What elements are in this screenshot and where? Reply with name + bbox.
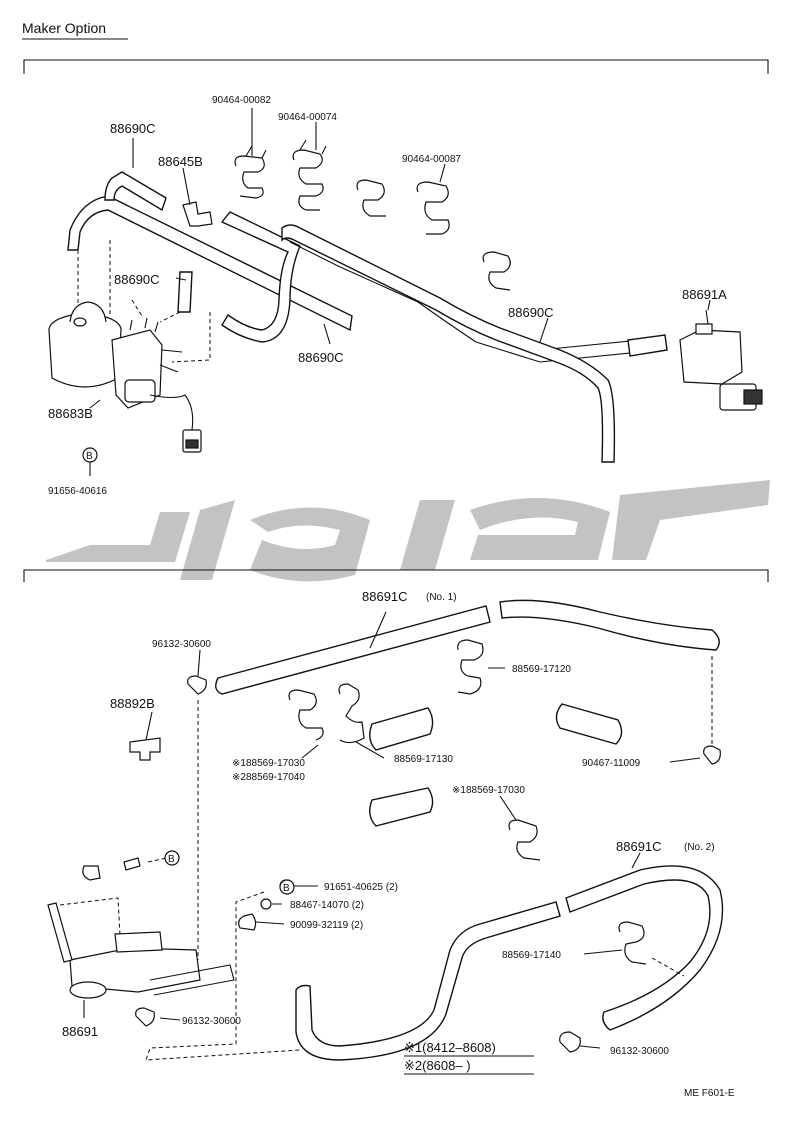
connector-88645b (182, 201, 213, 227)
canister-88683b (48, 301, 202, 453)
label-90464-00087: 90464-00087 (402, 154, 461, 165)
label-88683b: 88683B (48, 406, 93, 421)
hose-88690c-short (177, 271, 193, 313)
legend-line-1: ※1(8412–8608) (404, 1040, 496, 1055)
clip-88569-17130 (338, 683, 365, 744)
label-91656-40616: 91656-40616 (48, 486, 107, 497)
label-88691a: 88691A (682, 287, 727, 302)
label-star2-17040: ※288569-17040 (232, 772, 305, 783)
label-star1-17030: ※188569-17030 (232, 758, 305, 769)
label-96132-a: 96132-30600 (152, 639, 211, 650)
sleeve-a (369, 707, 434, 751)
top-dashes (77, 240, 211, 363)
clip-mid (356, 179, 386, 217)
figure-code: ME F601-E (684, 1088, 735, 1099)
label-88569-17130: 88569-17130 (394, 754, 453, 765)
label-88645b: 88645B (158, 154, 203, 169)
label-88691: 88691 (62, 1024, 98, 1039)
hose-88691c-no2-right (565, 865, 724, 1031)
legend-line-2: ※2(8608– ) (404, 1058, 471, 1073)
clip-96132-a (187, 675, 207, 695)
vsv-88691 (47, 857, 235, 999)
sleeve-b (555, 703, 623, 745)
label-88892b: 88892B (110, 696, 155, 711)
ref-circle-b-top (82, 447, 98, 463)
ref-circle-b1 (164, 850, 180, 866)
clip-96132-c (559, 1031, 581, 1053)
label-88690c-a: 88690C (110, 121, 156, 136)
hose-88690c-right (281, 224, 616, 463)
label-91651: 91651-40625 (2) (324, 882, 398, 893)
ref-circle-b2 (279, 879, 295, 895)
page-title: Maker Option (22, 20, 106, 36)
label-star1-17030-b: ※188569-17030 (452, 785, 525, 796)
label-90464-00082: 90464-00082 (212, 95, 271, 106)
ref-b1: B (168, 854, 175, 865)
clip-88569-17140 (618, 921, 647, 965)
pipe-end (627, 334, 668, 357)
top-leaders (89, 108, 711, 476)
top-section-bracket (23, 59, 769, 74)
watermark-logo (46, 480, 770, 582)
label-88690c-d: 88690C (508, 305, 554, 320)
hose-88691c-no1-right (499, 599, 720, 651)
bracket-88892b (129, 737, 161, 761)
label-88690c-b: 88690C (114, 272, 160, 287)
clip-small (482, 251, 511, 291)
clip-88569-17030-b (508, 819, 541, 861)
hose-88690c-long (67, 195, 353, 332)
sleeve-c (369, 787, 434, 827)
ref-b2: B (283, 883, 290, 894)
clip-90467-11009 (703, 745, 721, 765)
hose-88690c-bend (220, 211, 301, 343)
bottom-dashes (59, 656, 713, 1061)
label-no1: (No. 1) (426, 592, 457, 603)
hose-88690c-upper (104, 171, 167, 212)
bottom-leaders (83, 611, 701, 1049)
label-88569-17120: 88569-17120 (512, 664, 571, 675)
clip-90464-00074 (292, 139, 327, 211)
clip-96132-b (135, 1007, 155, 1027)
label-90467-11009: 90467-11009 (582, 758, 641, 769)
label-88690c-c: 88690C (298, 350, 344, 365)
vsv-88691a (679, 309, 763, 411)
label-96132-b: 96132-30600 (182, 1016, 241, 1027)
clip-90464-00087 (416, 181, 450, 235)
label-88691c-no2: 88691C (616, 839, 662, 854)
hose-88691c-no1 (215, 605, 491, 695)
ref-b-top: B (86, 451, 93, 462)
bottom-section-bracket (23, 569, 769, 582)
label-90099: 90099-32119 (2) (290, 920, 363, 931)
label-88691c-no1: 88691C (362, 589, 408, 604)
label-90464-00074: 90464-00074 (278, 112, 337, 123)
clip-88569-17120 (457, 639, 484, 695)
clip-88569-17030 (288, 689, 324, 741)
label-88569-17140: 88569-17140 (502, 950, 561, 961)
label-88467: 88467-14070 (2) (290, 900, 364, 911)
label-96132-c: 96132-30600 (610, 1046, 669, 1057)
hose-88691c-no2 (295, 901, 561, 1061)
clip-90464-00082 (234, 145, 267, 199)
label-no2: (No. 2) (684, 842, 715, 853)
